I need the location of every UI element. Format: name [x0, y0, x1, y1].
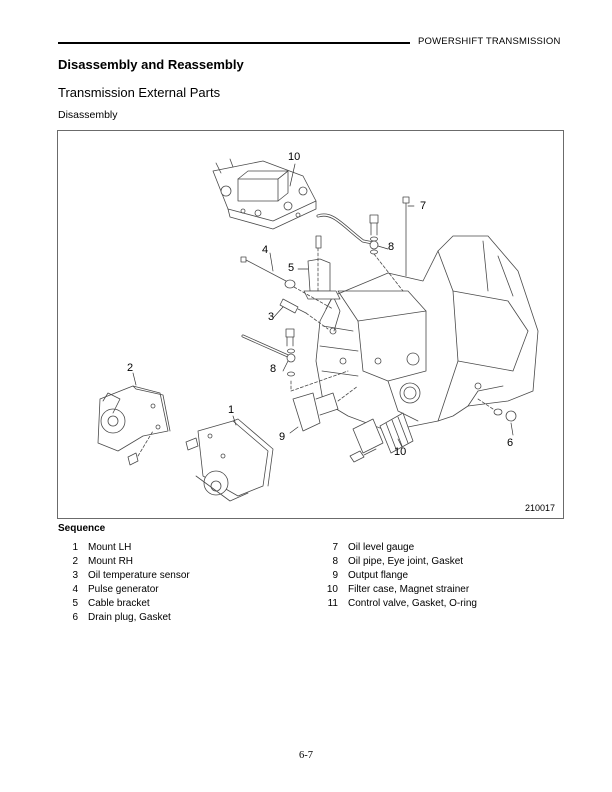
- sequence-item: 10 Filter case, Magnet strainer: [318, 584, 477, 598]
- sequence-label: Drain plug, Gasket: [88, 612, 171, 623]
- sequence-number: 9: [332, 570, 338, 581]
- exploded-view-figure: 10 7 8 4 5 3 8 2 1 9 10 6 210017: [57, 130, 564, 519]
- page-number: 6-7: [299, 750, 313, 761]
- transmission-exploded-diagram: [97, 158, 539, 502]
- callout-3: 3: [268, 311, 275, 323]
- sequence-number: 7: [332, 542, 338, 553]
- sequence-item: 2 Mount RH: [58, 556, 190, 570]
- callout-2: 2: [127, 362, 134, 374]
- sequence-item: 4 Pulse generator: [58, 584, 190, 598]
- callout-1: 1: [228, 404, 235, 416]
- callout-11: 10: [288, 151, 301, 163]
- header-rule: [58, 42, 410, 44]
- subsection-heading: Transmission External Parts: [58, 85, 221, 100]
- sequence-label: Cable bracket: [88, 598, 150, 609]
- procedure-heading: Disassembly: [58, 109, 118, 121]
- sequence-number: 3: [72, 570, 78, 581]
- output-flange-part: [292, 385, 359, 432]
- sequence-item: 1 Mount LH: [58, 542, 190, 556]
- oil-pipe-lower-part: [241, 328, 349, 392]
- sequence-item: 8 Oil pipe, Eye joint, Gasket: [318, 556, 477, 570]
- sequence-number: 2: [72, 556, 78, 567]
- callout-6: 6: [507, 437, 514, 449]
- callout-9: 9: [279, 431, 286, 443]
- callout-8-upper: 8: [388, 241, 395, 253]
- callout-5: 5: [288, 262, 295, 274]
- pulse-generator-part: [240, 256, 334, 310]
- sequence-label: Mount RH: [88, 556, 134, 567]
- sequence-list-left: 1 Mount LH 2 Mount RH 3 Oil temperature sen…: [58, 542, 190, 626]
- sequence-item: 5 Cable bracket: [58, 598, 190, 612]
- cable-bracket-part: [303, 235, 341, 300]
- sequence-number: 4: [72, 584, 78, 595]
- sequence-label: Control valve, Gasket, O-ring: [348, 598, 477, 609]
- mount-lh-part: [185, 418, 274, 502]
- oil-level-gauge-part: [402, 196, 410, 277]
- sequence-number: 6: [72, 612, 78, 623]
- sequence-label: Oil level gauge: [348, 542, 415, 553]
- callout-4: 4: [262, 244, 269, 256]
- section-heading: Disassembly and Reassembly: [58, 57, 244, 72]
- control-valve-part: [212, 158, 317, 230]
- sequence-label: Output flange: [348, 570, 409, 581]
- sequence-number: 8: [332, 556, 338, 567]
- sequence-number: 11: [327, 598, 338, 609]
- drain-plug-part: [477, 398, 517, 422]
- callout-7: 7: [420, 200, 427, 212]
- filter-case-part: [349, 412, 414, 463]
- sequence-title: Sequence: [58, 523, 106, 534]
- figure-id: 210017: [524, 503, 555, 513]
- callout-8-lower: 8: [270, 363, 277, 375]
- sequence-number: 1: [72, 542, 78, 553]
- sequence-label: Pulse generator: [88, 584, 159, 595]
- sequence-item: 7 Oil level gauge: [318, 542, 477, 556]
- sequence-number: 5: [72, 598, 78, 609]
- sequence-number: 10: [326, 584, 338, 595]
- sequence-item: 9 Output flange: [318, 570, 477, 584]
- sequence-label: Mount LH: [88, 542, 132, 553]
- oil-temperature-sensor-part: [279, 298, 329, 330]
- oil-pipe-upper-part: [316, 213, 404, 292]
- sequence-label: Oil temperature sensor: [88, 570, 190, 581]
- callout-leaders: [132, 163, 514, 448]
- sequence-item: 11 Control valve, Gasket, O-ring: [318, 598, 477, 612]
- running-header: POWERSHIFT TRANSMISSION: [418, 36, 561, 47]
- transmission-case-part: [315, 235, 539, 432]
- sequence-item: 3 Oil temperature sensor: [58, 570, 190, 584]
- sequence-label: Filter case, Magnet strainer: [348, 584, 470, 595]
- sequence-item: 6 Drain plug, Gasket: [58, 612, 190, 626]
- callout-10: 10: [394, 446, 407, 458]
- sequence-list-right: 7 Oil level gauge 8 Oil pipe, Eye joint, G…: [318, 542, 477, 612]
- sequence-label: Oil pipe, Eye joint, Gasket: [348, 556, 464, 567]
- mount-rh-part: [97, 385, 171, 466]
